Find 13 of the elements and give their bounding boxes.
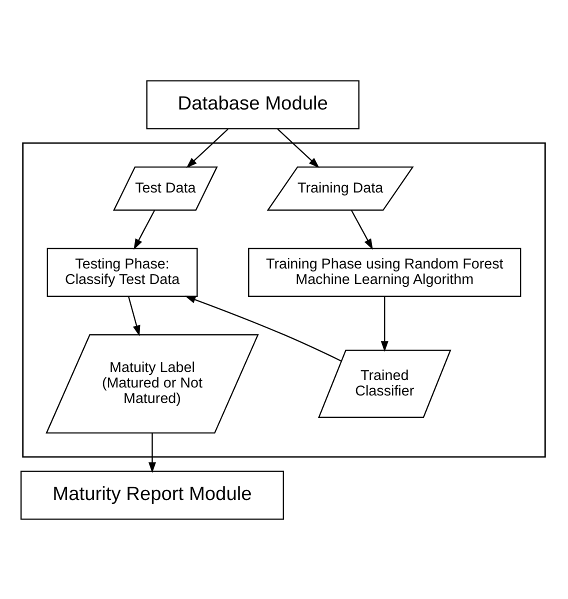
arrow <box>380 296 388 352</box>
arrow <box>186 128 228 168</box>
arrow <box>350 210 373 250</box>
arrow <box>184 295 342 362</box>
node-box: Training Phase using Random Forest Machine Learning Algorithm <box>248 247 522 296</box>
node-box: Database Module <box>146 80 360 129</box>
arrow <box>128 296 140 336</box>
arrow <box>134 210 156 250</box>
node-box: Testing Phase: Classify Test Data <box>46 247 198 296</box>
cluster <box>22 142 546 458</box>
arrow <box>148 432 156 473</box>
node-box: Maturity Report Module <box>20 470 284 520</box>
arrow <box>277 128 320 168</box>
